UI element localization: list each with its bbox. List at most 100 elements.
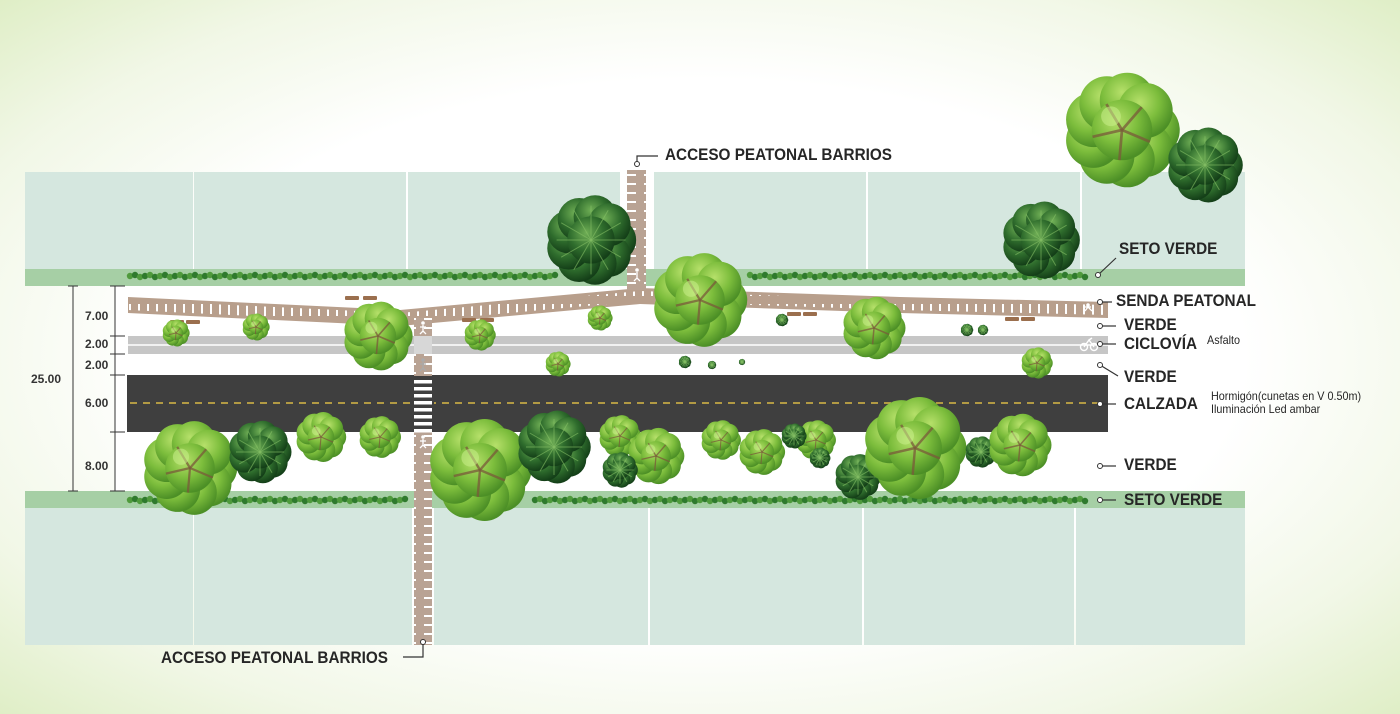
hedge-shrub (1006, 497, 1014, 505)
hedge-shrub (536, 495, 544, 503)
hedge-shrub (496, 273, 504, 281)
hedge-shrub (756, 272, 764, 280)
hedge-shrub (626, 495, 634, 503)
hedge-shrub (581, 495, 589, 503)
hedge-shrub (491, 271, 499, 279)
hedge-shrub (381, 272, 389, 280)
hedge-shrub (1001, 271, 1009, 279)
hedge-shrub (231, 272, 239, 280)
hedge-shrub (1046, 495, 1054, 503)
hedge-shrub (796, 273, 804, 281)
zebra-stripe (414, 380, 432, 384)
hedge-shrub (406, 273, 414, 281)
hedge-shrub (976, 273, 984, 281)
conifer-tree (835, 454, 882, 500)
hedge-shrub (246, 272, 254, 280)
hedge-shrub (796, 497, 804, 505)
lot-bottom (650, 508, 862, 645)
hedge-shrub (241, 273, 249, 281)
hedge-shrub (351, 496, 359, 504)
label-access-bottom: ACCESO PEATONAL BARRIOS (161, 648, 388, 667)
hedge-shrub (471, 272, 479, 280)
hedge-shrub (291, 496, 299, 504)
conifer-tree (1168, 127, 1243, 203)
hedge-shrub (576, 496, 584, 504)
hedge-shrub (321, 496, 329, 504)
conifer-tree (707, 360, 717, 370)
hedge-shrub (956, 495, 964, 503)
dim-calzada: 6.00 (85, 396, 109, 410)
hedge-shrub (1021, 497, 1029, 505)
pedestrian-icon-lower (419, 435, 427, 449)
hedge-shrub (971, 271, 979, 279)
hedge-shrub (966, 496, 974, 504)
hedge-shrub (901, 273, 909, 281)
hedge-shrub (531, 496, 539, 504)
hedge-shrub (831, 272, 839, 280)
hedge-shrub (886, 273, 894, 281)
label-calzada-note-2: Iluminación Led ambar (1211, 402, 1321, 416)
hedge-shrub (226, 273, 234, 281)
conifer-tree (678, 355, 692, 369)
hedge-shrub (701, 495, 709, 503)
hedge-shrub (1001, 495, 1009, 503)
hedge-shrub (841, 497, 849, 505)
hedge-shrub (356, 271, 364, 279)
trees (144, 72, 1243, 522)
hedge-shrub (556, 497, 564, 505)
hedge-shrub (751, 497, 759, 505)
canopy-tree (344, 301, 413, 371)
hedge-shrub (256, 273, 264, 281)
hedge-shrub (816, 496, 824, 504)
zebra-stripes (414, 380, 432, 433)
hedge-shrub (791, 271, 799, 279)
hedge-shrub (931, 497, 939, 505)
hedge-shrub (331, 497, 339, 505)
hedge-shrub (811, 497, 819, 505)
conifer-tree (965, 436, 997, 468)
hedge-shrub (946, 497, 954, 505)
hedge-shrub (141, 272, 149, 280)
dim-ciclovia: 2.00 (85, 337, 109, 351)
lot-bottom (864, 508, 1074, 645)
hedge-shrub (1011, 496, 1019, 504)
hedge-shrub (201, 272, 209, 280)
hedge-shrub (1071, 272, 1079, 280)
zebra-stripe (414, 415, 432, 419)
hedge-shrub (841, 273, 849, 281)
hedge-shrub (996, 496, 1004, 504)
canopy-tree (1021, 347, 1053, 379)
hedge-shrub (281, 271, 289, 279)
hedge-shrub (1071, 496, 1079, 504)
hedge-shrub (896, 495, 904, 503)
pedestrian-icon-path-end (1084, 303, 1093, 312)
hedge-shrub (981, 272, 989, 280)
hedge-shrub (1036, 497, 1044, 505)
hedge-shrub (381, 496, 389, 504)
hedge-shrub (716, 495, 724, 503)
hedge-shrub (176, 271, 184, 279)
hedge-shrub (186, 272, 194, 280)
canopy-tree (739, 429, 786, 475)
hedge-shrub (341, 271, 349, 279)
hedge-shrub (211, 273, 219, 281)
canopy-tree (865, 396, 967, 500)
hedge-shrub (826, 497, 834, 505)
hedge-shrub (346, 497, 354, 505)
hedge-shrub (436, 273, 444, 281)
hedge-shrub (541, 273, 549, 281)
hedge-shrub (261, 272, 269, 280)
lot-bottom (434, 508, 648, 645)
hedge-shrub (816, 272, 824, 280)
hedge-shrub (616, 497, 624, 505)
hedge-shrub (631, 497, 639, 505)
hedge-shrub (641, 495, 649, 503)
hedge-shrub (1011, 272, 1019, 280)
hedge-shrub (561, 496, 569, 504)
hedge-shrub (401, 271, 409, 279)
hedge-shrub (596, 495, 604, 503)
hedge-shrub (681, 496, 689, 504)
hedge-shrub (341, 495, 349, 503)
hedge-shrub (801, 496, 809, 504)
hedge-shrub (671, 495, 679, 503)
